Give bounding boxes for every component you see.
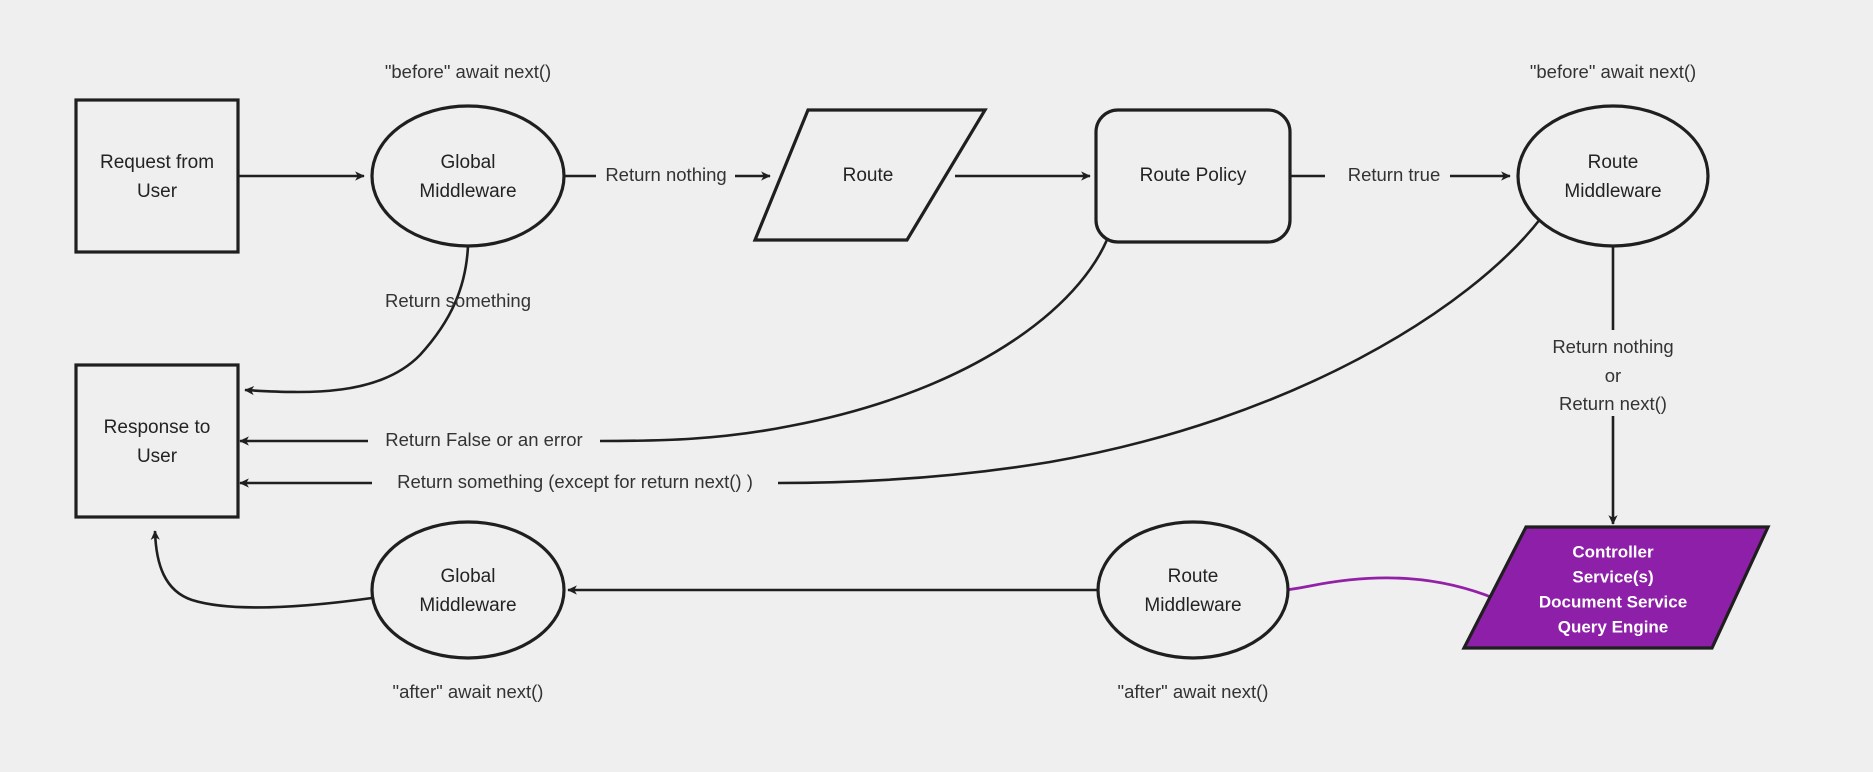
- node-route-middleware-before[interactable]: [1516, 104, 1710, 248]
- node-route-policy-label: Route Policy: [1140, 165, 1247, 186]
- node-route-middleware-after-line1: Route: [1168, 566, 1219, 587]
- node-global-middleware-before-line1: Global: [441, 152, 496, 173]
- node-route-policy[interactable]: [1094, 108, 1292, 244]
- node-response-to-user-line1: Response to: [104, 417, 211, 438]
- edge-route-policy-return-false-curve: [599, 225, 1114, 443]
- node-route-middleware-before-line1: Route: [1588, 152, 1639, 173]
- annotation-after-route-middleware: "after" await next(): [1118, 681, 1269, 702]
- edge-route-middleware-return-something-curve: [777, 217, 1543, 485]
- node-request-from-user[interactable]: [74, 98, 240, 254]
- node-request-from-user-line2: User: [137, 181, 178, 202]
- edge-label-return-something-except: Return something (except for return next…: [397, 471, 753, 492]
- annotation-before-route-middleware: "before" await next(): [1530, 61, 1696, 82]
- edge-label-return-nothing: Return nothing: [605, 164, 726, 185]
- node-global-middleware-before[interactable]: [370, 104, 566, 248]
- edge-label-return-true: Return true: [1348, 164, 1441, 185]
- node-global-middleware-after[interactable]: [370, 520, 566, 660]
- annotation-before-global-middleware: "before" await next(): [385, 61, 551, 82]
- edge-label-return-nothing-or-next-line3: Return next(): [1559, 393, 1667, 414]
- node-controller-services-line3: Document Service: [1539, 592, 1687, 611]
- node-controller-services-line1: Controller: [1572, 542, 1654, 561]
- edge-label-return-something: Return something: [385, 290, 531, 311]
- node-global-middleware-after-line2: Middleware: [419, 595, 516, 616]
- edge-label-return-false-or-error: Return False or an error: [385, 429, 582, 450]
- edge-label-return-nothing-or-next-line2: or: [1605, 365, 1621, 386]
- node-response-to-user[interactable]: [74, 363, 240, 519]
- node-response-to-user-line2: User: [137, 446, 178, 467]
- edge-global-middleware-after-to-response: [150, 530, 373, 609]
- node-controller-services-line4: Query Engine: [1558, 617, 1669, 636]
- node-route-middleware-before-line2: Middleware: [1564, 181, 1661, 202]
- node-route-middleware-after[interactable]: [1096, 520, 1290, 660]
- annotation-after-global-middleware: "after" await next(): [393, 681, 544, 702]
- node-route[interactable]: [752, 108, 988, 242]
- node-request-from-user-line1: Request from: [100, 152, 214, 173]
- node-route-middleware-after-line2: Middleware: [1144, 595, 1241, 616]
- node-global-middleware-before-line2: Middleware: [419, 181, 516, 202]
- edge-global-middleware-return-something: [244, 245, 470, 396]
- edge-label-return-nothing-or-next-line1: Return nothing: [1552, 336, 1673, 357]
- node-route-label: Route: [843, 165, 894, 186]
- node-controller-services[interactable]: [1461, 525, 1771, 650]
- node-global-middleware-after-line1: Global: [441, 566, 496, 587]
- node-controller-services-line2: Service(s): [1572, 567, 1653, 586]
